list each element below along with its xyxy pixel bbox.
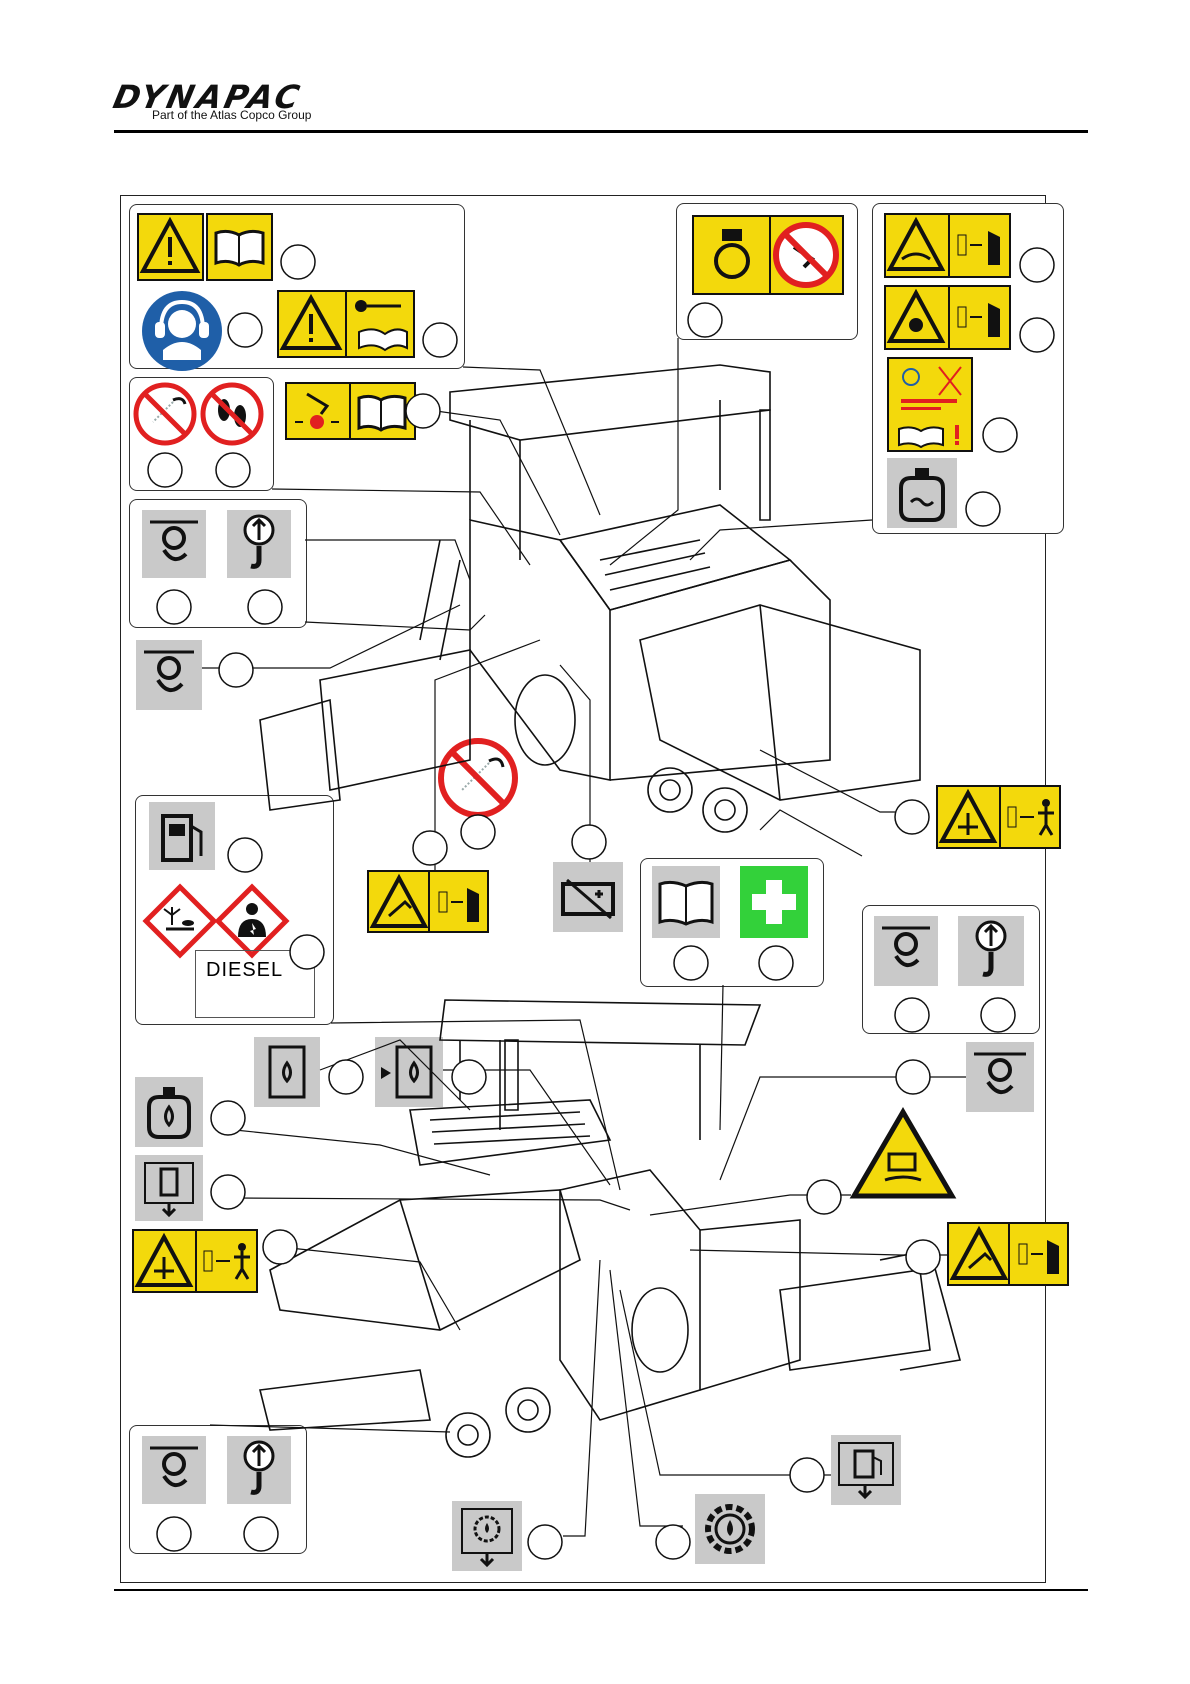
paver-lower-drawing bbox=[260, 1000, 960, 1457]
position-markers bbox=[148, 245, 1054, 1559]
footer-rule bbox=[114, 1589, 1088, 1591]
leader-lines bbox=[202, 338, 966, 1536]
